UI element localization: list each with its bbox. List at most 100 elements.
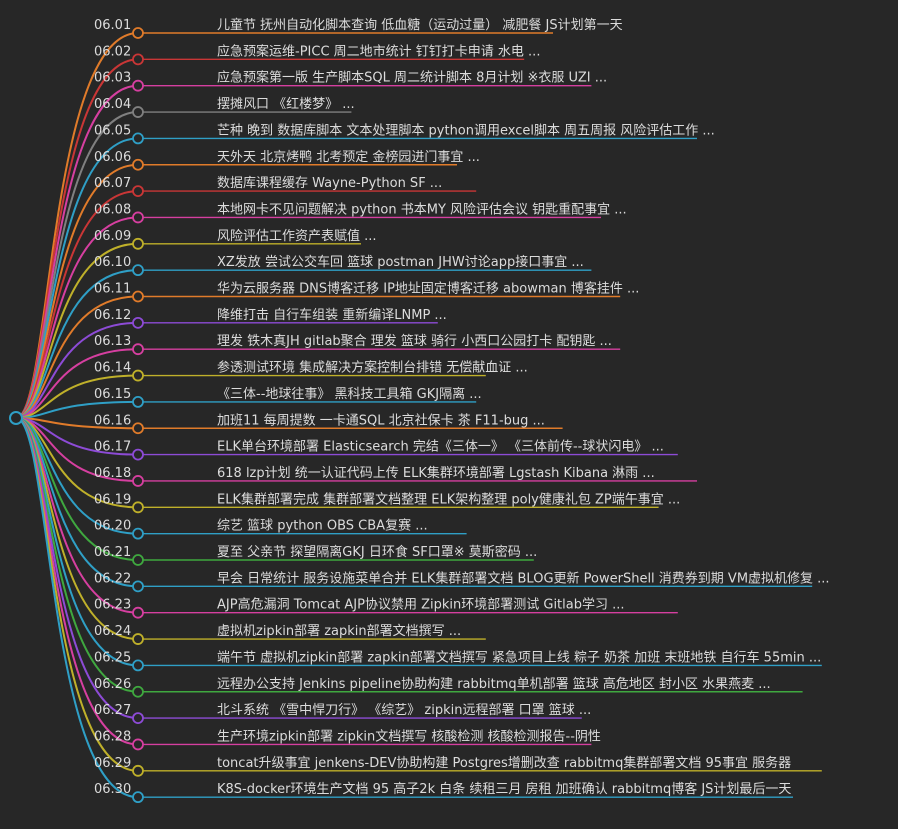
branch-node-toggle[interactable] xyxy=(132,369,144,382)
branch-node-toggle[interactable] xyxy=(132,685,144,698)
branch-item-text: 本地网卡不见问题解决 python 书本MY 风险评估会议 钥匙重配事宜 ... xyxy=(217,201,627,217)
branch-item-text: 降维打击 自行车组装 重新编译LNMP ... xyxy=(217,307,447,323)
branch-item-text: 天外天 北京烤鸭 北考预定 金榜园进门事宜 ... xyxy=(217,149,480,165)
branch-node-toggle[interactable] xyxy=(132,211,144,224)
branch-node-toggle[interactable] xyxy=(132,764,144,777)
branch-node-toggle[interactable] xyxy=(132,712,144,724)
branch-item-text: 数据库课程缓存 Wayne-Python SF ... xyxy=(217,175,442,191)
branch-connector xyxy=(15,348,139,419)
branch-node-toggle[interactable] xyxy=(132,395,144,408)
branch-node-toggle[interactable] xyxy=(132,659,144,672)
node-group xyxy=(9,27,144,804)
branch-item-text: 远程办公支持 Jenkins pipeline协助构建 rabbitmq单机部署… xyxy=(217,676,771,692)
branch-item-text: ELK单台环境部署 Elasticsearch 完结《三体一》 《三体前传--球… xyxy=(217,439,664,455)
branch-item-text: 618 lzp计划 统一认证代码上传 ELK集群环境部署 Lgstash Kib… xyxy=(217,465,655,481)
branch-date-label: 06.07 xyxy=(94,176,131,191)
branch-item-text: 虚拟机zipkin部署 zapkin部署文档撰写 ... xyxy=(217,624,461,639)
branch-item-text: 北斗系统 《雪中悍刀行》 《综艺》 zipkin远程部署 口罩 篮球 ... xyxy=(217,703,591,718)
branch-item-text: K8S-docker环境生产文档 95 高子2k 白条 续租三月 房租 加班确认… xyxy=(217,781,791,797)
branch-node-toggle[interactable] xyxy=(132,106,144,118)
branch-item-text: 应急预案运维-PICC 周二地市统计 钉钉打卡申请 水电 ... xyxy=(217,43,540,59)
branch-node-toggle[interactable] xyxy=(132,580,144,593)
branch-date-label: 06.24 xyxy=(94,624,131,639)
branch-item-text: toncat升级事宜 jenkens-DEV协助构建 Postgres增删改查 … xyxy=(217,755,791,771)
branch-date-label: 06.26 xyxy=(94,677,131,692)
branch-node-toggle[interactable] xyxy=(132,185,144,198)
branch-date-label: 06.30 xyxy=(94,782,131,797)
branch-connector xyxy=(15,374,139,419)
branch-item-text: 早会 日常统计 服务设施菜单合并 ELK集群部署文档 BLOG更新 PowerS… xyxy=(217,570,830,586)
branch-item-text: 应急预案第一版 生产脚本SQL 周二统计脚本 8月计划 ※衣服 UZI ... xyxy=(217,70,607,86)
connector-group xyxy=(15,32,139,799)
branch-date-label: 06.10 xyxy=(94,255,131,270)
branch-node-toggle[interactable] xyxy=(132,633,144,645)
branch-date-label: 06.08 xyxy=(94,202,131,217)
branch-item-text: 夏至 父亲节 探望隔离GKJ 日环食 SF口罩※ 莫斯密码 ... xyxy=(217,544,537,560)
branch-date-label: 06.03 xyxy=(94,71,131,86)
branch-item-text: 加班11 每周提数 一卡通SQL 北京社保卡 茶 F11-bug ... xyxy=(217,412,545,428)
branch-date-label: 06.01 xyxy=(94,18,131,33)
branch-node-toggle[interactable] xyxy=(132,132,144,145)
branch-item-text: 理发 铁木真JH gitlab聚合 理发 篮球 骑行 小西口公园打卡 配钥匙 .… xyxy=(217,333,612,349)
branch-connector xyxy=(15,321,139,419)
branch-item-text: 参透测试环境 集成解决方案控制台排错 无偿献血证 ... xyxy=(217,360,528,376)
branch-date-label: 06.02 xyxy=(94,44,131,59)
branch-node-toggle[interactable] xyxy=(132,738,144,751)
branch-node-toggle[interactable] xyxy=(132,27,144,39)
branch-date-label: 06.21 xyxy=(94,545,131,560)
branch-date-label: 06.11 xyxy=(94,282,131,297)
branch-node-toggle[interactable] xyxy=(132,158,144,171)
branch-node-toggle[interactable] xyxy=(132,264,144,277)
branch-node-toggle[interactable] xyxy=(132,290,144,303)
branch-date-label: 06.22 xyxy=(94,571,131,586)
branch-node-toggle[interactable] xyxy=(132,79,144,92)
branch-date-label: 06.27 xyxy=(94,703,131,718)
branch-date-label: 06.28 xyxy=(94,729,131,744)
branch-node-toggle[interactable] xyxy=(132,475,144,487)
label-group: 06.01 儿童节 抚州自动化脚本查询 低血糖（运动过量） 减肥餐 JS计划第一天… xyxy=(94,17,830,797)
branch-node-toggle[interactable] xyxy=(132,527,144,540)
branch-date-label: 06.18 xyxy=(94,466,131,481)
branch-node-toggle[interactable] xyxy=(132,501,144,514)
branch-node-toggle[interactable] xyxy=(132,448,144,461)
branch-date-label: 06.05 xyxy=(94,123,131,138)
branch-node-toggle[interactable] xyxy=(132,316,144,329)
branch-node-toggle[interactable] xyxy=(132,422,144,435)
branch-item-text: 端午节 虚拟机zipkin部署 zapkin部署文档撰写 紧急项目上线 粽子 奶… xyxy=(217,649,821,665)
branch-date-label: 06.20 xyxy=(94,519,131,534)
branch-item-text: 风险评估工作资产表赋值 ... xyxy=(217,228,377,244)
branch-item-text: 生产环境zipkin部署 zipkin文档撰写 核酸检测 核酸检测报告--阴性 xyxy=(217,729,601,744)
branch-date-label: 06.12 xyxy=(94,308,131,323)
branch-date-label: 06.16 xyxy=(94,413,131,428)
branch-date-label: 06.13 xyxy=(94,334,131,349)
branch-item-text: AJP高危漏洞 Tomcat AJP协议禁用 Zipkin环境部署测试 Gitl… xyxy=(217,597,625,613)
branch-date-label: 06.14 xyxy=(94,361,131,376)
branch-item-text: ELK集群部署完成 集群部署文档整理 ELK架构整理 poly健康礼包 ZP端午… xyxy=(217,491,680,507)
branch-date-label: 06.17 xyxy=(94,440,131,455)
branch-node-toggle[interactable] xyxy=(132,343,144,356)
branch-node-toggle[interactable] xyxy=(132,554,144,566)
branch-connector xyxy=(15,400,139,419)
branch-date-label: 06.23 xyxy=(94,598,131,613)
branch-date-label: 06.04 xyxy=(94,97,131,112)
branch-node-toggle[interactable] xyxy=(132,791,144,804)
branch-item-text: 《三体--地球往事》 黑科技工具箱 GKJ隔离 ... xyxy=(217,386,482,402)
branch-item-text: XZ发放 尝试公交车回 篮球 postman JHW讨论app接口事宜 ... xyxy=(217,254,584,270)
branch-date-label: 06.15 xyxy=(94,387,131,402)
branch-item-text: 华为云服务器 DNS博客迁移 IP地址固定博客迁移 abowman 博客挂件 .… xyxy=(217,281,639,297)
branch-date-label: 06.09 xyxy=(94,229,131,244)
branch-item-text: 综艺 篮球 python OBS CBA复赛 ... xyxy=(217,518,428,534)
branch-node-toggle[interactable] xyxy=(132,237,144,250)
branch-item-text: 儿童节 抚州自动化脚本查询 低血糖（运动过量） 减肥餐 JS计划第一天 xyxy=(217,17,623,33)
branch-item-text: 摆摊风口 《红楼梦》 ... xyxy=(217,96,355,112)
branch-date-label: 06.06 xyxy=(94,150,131,165)
underline-group xyxy=(138,32,822,798)
branch-date-label: 06.25 xyxy=(94,650,131,665)
branch-date-label: 06.19 xyxy=(94,492,131,507)
branch-node-toggle[interactable] xyxy=(132,606,144,619)
branch-connector xyxy=(15,417,139,799)
branch-item-text: 芒种 晚到 数据库脚本 文本处理脚本 python调用excel脚本 周五周报 … xyxy=(217,122,715,138)
branch-node-toggle[interactable] xyxy=(132,53,144,66)
root-node[interactable] xyxy=(9,411,23,425)
